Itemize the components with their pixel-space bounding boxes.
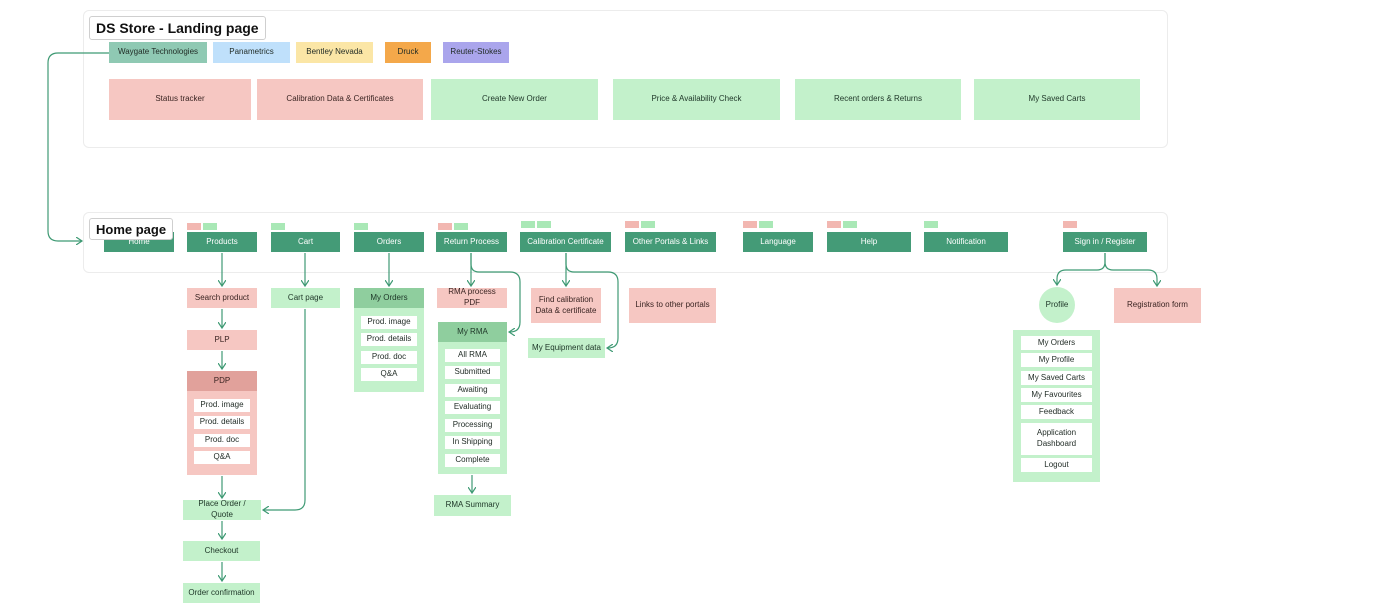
nav-sign-in-register[interactable]: Sign in / Register xyxy=(1063,232,1147,252)
orders-item-prod-image[interactable]: Prod. image xyxy=(361,316,417,329)
rma-summary[interactable]: RMA Summary xyxy=(434,495,511,516)
checkout[interactable]: Checkout xyxy=(183,541,260,561)
brand-waygate[interactable]: Waygate Technologies xyxy=(109,42,207,63)
nav-help[interactable]: Help xyxy=(827,232,911,252)
place-order-quote[interactable]: Place Order / Quote xyxy=(183,499,261,520)
connector-cart-to-place-order xyxy=(263,309,306,510)
rma-process-pdf[interactable]: RMA process PDF xyxy=(437,287,507,308)
rma-item-submitted[interactable]: Submitted xyxy=(445,366,500,379)
brand-panametrics[interactable]: Panametrics xyxy=(213,42,290,63)
my-orders-header[interactable]: My Orders xyxy=(354,288,424,308)
status-chip xyxy=(203,223,217,230)
profile-menu-feedback[interactable]: Feedback xyxy=(1021,405,1092,419)
landing-page-title: DS Store - Landing page xyxy=(89,16,266,40)
rma-item-awaiting[interactable]: Awaiting xyxy=(445,384,500,397)
rma-item-complete[interactable]: Complete xyxy=(445,454,500,467)
tile-create-new-order[interactable]: Create New Order xyxy=(431,79,598,120)
nav-products[interactable]: Products xyxy=(187,232,257,252)
status-chip xyxy=(641,221,655,228)
pdp-header[interactable]: PDP xyxy=(187,371,257,391)
status-chip xyxy=(271,223,285,230)
pdp-item-prod-doc[interactable]: Prod. doc xyxy=(194,434,250,447)
tile-calibration-data[interactable]: Calibration Data & Certificates xyxy=(257,79,423,120)
profile-menu-my-favourites[interactable]: My Favourites xyxy=(1021,388,1092,402)
nav-language[interactable]: Language xyxy=(743,232,813,252)
profile-node[interactable]: Profile xyxy=(1039,287,1075,323)
connector-return-my-rma xyxy=(470,253,521,332)
status-chip xyxy=(354,223,368,230)
connector-signin-registration xyxy=(1104,253,1157,286)
rma-item-evaluating[interactable]: Evaluating xyxy=(445,401,500,414)
tile-price-availability[interactable]: Price & Availability Check xyxy=(613,79,780,120)
nav-notification[interactable]: Notification xyxy=(924,232,1008,252)
registration-form[interactable]: Registration form xyxy=(1114,288,1201,323)
status-chip xyxy=(843,221,857,228)
status-chip xyxy=(1063,221,1077,228)
profile-menu-logout[interactable]: Logout xyxy=(1021,458,1092,472)
tile-status-tracker[interactable]: Status tracker xyxy=(109,79,251,120)
plp[interactable]: PLP xyxy=(187,330,257,350)
my-equipment-data[interactable]: My Equipment data xyxy=(528,338,605,358)
rma-item-all[interactable]: All RMA xyxy=(445,349,500,362)
orders-item-prod-doc[interactable]: Prod. doc xyxy=(361,351,417,364)
home-page-title: Home page xyxy=(89,218,174,240)
orders-item-prod-details[interactable]: Prod. details xyxy=(361,333,417,346)
status-chip xyxy=(827,221,841,228)
nav-cart[interactable]: Cart xyxy=(271,232,340,252)
profile-menu-my-orders[interactable]: My Orders xyxy=(1021,336,1092,350)
status-chip xyxy=(625,221,639,228)
brand-druck[interactable]: Druck xyxy=(385,42,431,63)
nav-return-process[interactable]: Return Process xyxy=(436,232,507,252)
my-rma-header[interactable]: My RMA xyxy=(438,322,507,342)
brand-reuter-stokes[interactable]: Reuter-Stokes xyxy=(443,42,509,63)
links-to-other-portals[interactable]: Links to other portals xyxy=(629,288,716,323)
profile-menu-application-dashboard[interactable]: Application Dashboard xyxy=(1021,423,1092,455)
connector-signin xyxy=(1057,253,1106,285)
status-chip xyxy=(187,223,201,230)
status-chip xyxy=(924,221,938,228)
rma-item-processing[interactable]: Processing xyxy=(445,419,500,432)
cart-page[interactable]: Cart page xyxy=(271,288,340,308)
nav-calibration-certificate[interactable]: Calibration Certificate xyxy=(520,232,611,252)
profile-menu-my-profile[interactable]: My Profile xyxy=(1021,353,1092,367)
profile-menu-my-saved-carts[interactable]: My Saved Carts xyxy=(1021,371,1092,385)
pdp-item-qa[interactable]: Q&A xyxy=(194,451,250,464)
status-chip xyxy=(759,221,773,228)
find-calibration-data[interactable]: Find calibration Data & certificate xyxy=(531,288,601,323)
connector-calibration-equipment xyxy=(565,253,619,348)
status-chip xyxy=(454,223,468,230)
status-chip xyxy=(521,221,535,228)
orders-item-qa[interactable]: Q&A xyxy=(361,368,417,381)
status-chip xyxy=(438,223,452,230)
rma-item-in-shipping[interactable]: In Shipping xyxy=(445,436,500,449)
tile-recent-orders-returns[interactable]: Recent orders & Returns xyxy=(795,79,961,120)
pdp-item-prod-image[interactable]: Prod. image xyxy=(194,399,250,412)
brand-bentley-nevada[interactable]: Bentley Nevada xyxy=(296,42,373,63)
search-product[interactable]: Search product xyxy=(187,288,257,308)
nav-orders[interactable]: Orders xyxy=(354,232,424,252)
status-chip xyxy=(743,221,757,228)
tile-my-saved-carts[interactable]: My Saved Carts xyxy=(974,79,1140,120)
order-confirmation[interactable]: Order confirmation xyxy=(183,583,260,603)
nav-other-portals[interactable]: Other Portals & Links xyxy=(625,232,716,252)
status-chip xyxy=(537,221,551,228)
connector-landing-to-home xyxy=(47,52,109,241)
pdp-item-prod-details[interactable]: Prod. details xyxy=(194,416,250,429)
